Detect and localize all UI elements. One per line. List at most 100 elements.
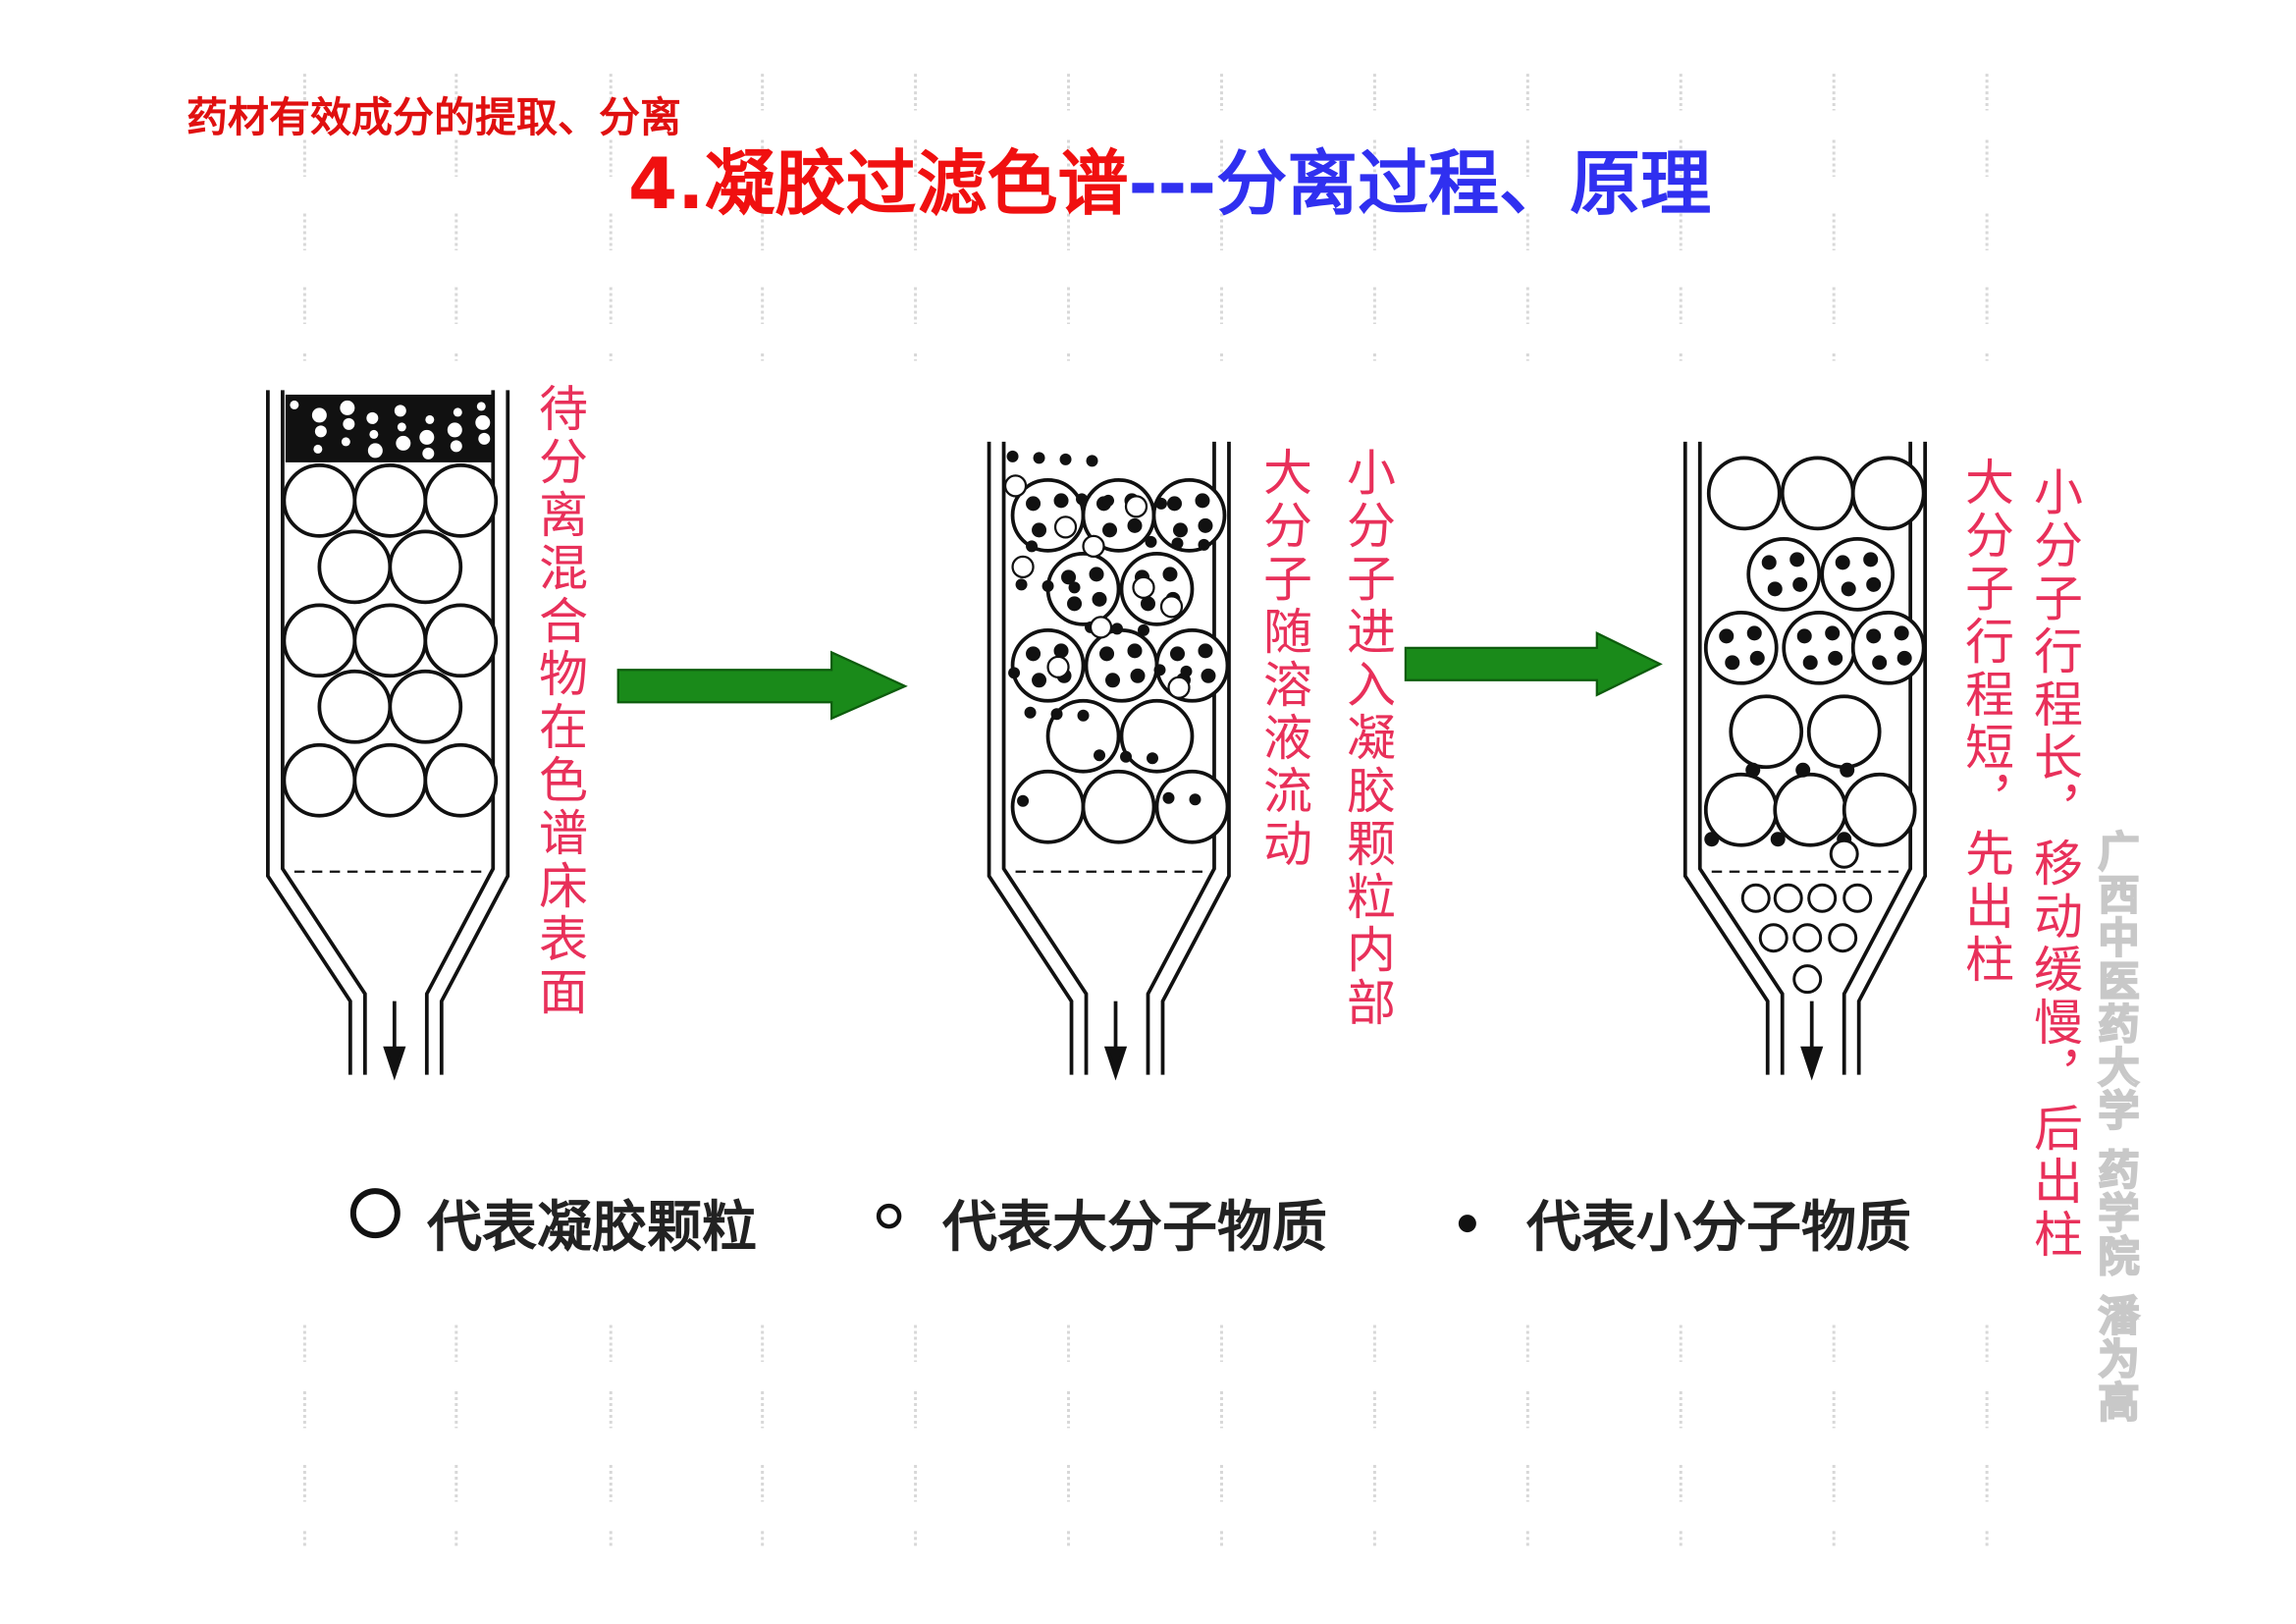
large-molecule bbox=[366, 411, 379, 424]
large-molecule bbox=[343, 417, 355, 430]
small-molecule bbox=[1017, 794, 1030, 807]
gel-particle bbox=[423, 742, 499, 818]
stage3-label-large: 大分子行程短，先出柱 bbox=[1957, 457, 2014, 987]
gel-particle bbox=[282, 742, 357, 818]
small-molecule bbox=[1171, 537, 1184, 550]
legend-gel-particle-icon bbox=[349, 1188, 400, 1239]
gel-particle bbox=[352, 463, 428, 538]
gel-particle bbox=[423, 463, 499, 538]
chromatography-column bbox=[1682, 441, 1928, 1081]
large-molecule bbox=[1124, 495, 1148, 518]
large-molecule bbox=[340, 400, 355, 415]
gel-particle bbox=[1780, 456, 1855, 531]
small-molecule bbox=[1789, 552, 1805, 568]
small-molecule bbox=[1704, 832, 1720, 847]
large-molecule bbox=[1082, 534, 1105, 558]
small-molecule bbox=[1008, 667, 1021, 679]
small-molecule bbox=[1162, 791, 1175, 804]
large-molecule bbox=[450, 440, 462, 453]
small-molecule bbox=[1092, 591, 1107, 607]
stage2-label-large: 大分子随溶液流动 bbox=[1255, 447, 1312, 871]
small-molecule bbox=[1061, 569, 1077, 585]
small-molecule bbox=[1120, 750, 1133, 763]
gel-particle bbox=[1151, 478, 1227, 553]
stage2-label-small: 小分子进入凝胶颗粒内部 bbox=[1339, 447, 1396, 1030]
small-molecule bbox=[1102, 494, 1115, 507]
large-molecule bbox=[1758, 923, 1789, 953]
gel-particle bbox=[1045, 551, 1121, 626]
large-molecule bbox=[425, 414, 435, 424]
gel-particle bbox=[1842, 772, 1917, 847]
stage3-label-small: 小分子行程长，移动缓慢，后出柱 bbox=[2026, 466, 2083, 1262]
small-molecule bbox=[1067, 596, 1083, 612]
section-subtitle: 药材有效成分的提取、分离 bbox=[187, 93, 682, 141]
large-molecule bbox=[1842, 883, 1873, 913]
small-molecule bbox=[1180, 665, 1193, 677]
small-molecule bbox=[1068, 581, 1081, 594]
large-molecule bbox=[422, 447, 435, 460]
small-molecule bbox=[1894, 625, 1909, 641]
small-molecule bbox=[1026, 540, 1039, 553]
small-molecule bbox=[1841, 581, 1856, 597]
large-molecule bbox=[1011, 555, 1035, 578]
gel-particle bbox=[1084, 627, 1159, 703]
legend-gel-particle: 代表凝胶颗粒 bbox=[427, 1195, 757, 1260]
small-molecule bbox=[1746, 625, 1762, 641]
gel-particle bbox=[1119, 551, 1195, 626]
small-molecule bbox=[1770, 832, 1786, 847]
small-molecule bbox=[1896, 650, 1912, 666]
gel-particle bbox=[352, 742, 428, 818]
small-molecule bbox=[1828, 650, 1843, 666]
small-molecule bbox=[1086, 455, 1098, 467]
large-molecule bbox=[1829, 839, 1859, 869]
small-molecule bbox=[1141, 596, 1155, 612]
small-molecule bbox=[1032, 673, 1047, 688]
small-molecule bbox=[1127, 517, 1143, 533]
large-molecule bbox=[397, 422, 406, 432]
large-molecule bbox=[419, 429, 435, 445]
legend-large-molecule-icon bbox=[876, 1203, 902, 1229]
small-molecule bbox=[1767, 581, 1783, 597]
small-molecule bbox=[1863, 552, 1879, 568]
chromatography-column bbox=[266, 390, 510, 1081]
large-molecule bbox=[1828, 923, 1858, 953]
legend-small-molecule-icon bbox=[1458, 1215, 1476, 1233]
gel-particle bbox=[282, 463, 357, 538]
chromatography-column bbox=[987, 441, 1231, 1081]
small-molecule bbox=[1195, 493, 1210, 509]
small-molecule bbox=[1041, 579, 1054, 592]
gel-particle bbox=[317, 669, 393, 744]
small-molecule bbox=[1872, 655, 1888, 671]
gel-particle bbox=[1010, 769, 1086, 844]
small-molecule bbox=[1745, 762, 1761, 778]
large-molecule bbox=[396, 435, 411, 451]
small-molecule bbox=[1032, 522, 1047, 538]
small-molecule bbox=[1802, 655, 1818, 671]
large-molecule bbox=[1773, 883, 1803, 913]
small-molecule bbox=[1053, 643, 1069, 659]
large-molecule bbox=[478, 432, 491, 445]
small-molecule bbox=[1089, 567, 1104, 582]
small-molecule bbox=[1761, 555, 1777, 570]
large-molecule bbox=[1792, 923, 1823, 953]
small-molecule bbox=[1169, 646, 1185, 662]
large-molecule bbox=[1807, 883, 1838, 913]
large-molecule bbox=[1792, 964, 1823, 995]
small-molecule bbox=[1796, 628, 1812, 644]
large-molecule bbox=[1089, 616, 1113, 639]
gel-particle bbox=[388, 529, 463, 605]
gel-particle bbox=[1746, 536, 1822, 612]
gel-particle bbox=[1154, 627, 1230, 703]
watermark: 广西中医药大学 药学院 潘为高 bbox=[2091, 829, 2141, 1425]
small-molecule bbox=[1201, 668, 1216, 683]
small-molecule bbox=[1033, 452, 1045, 464]
gel-particle bbox=[388, 669, 463, 744]
small-molecule bbox=[1162, 567, 1178, 582]
gel-particle bbox=[1154, 769, 1230, 844]
small-molecule bbox=[1153, 664, 1166, 677]
small-molecule bbox=[1866, 628, 1882, 644]
large-molecule bbox=[1159, 595, 1184, 619]
arrow-right-icon bbox=[1404, 631, 1663, 697]
large-molecule bbox=[367, 443, 383, 459]
